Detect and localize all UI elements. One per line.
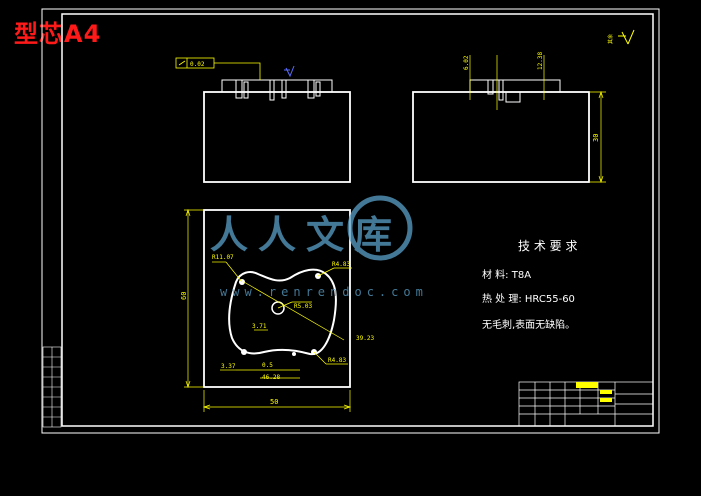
dim-side-height: 30 [592, 134, 600, 142]
dim-d1: 39.23 [356, 335, 374, 342]
side-view: 6.02 12.38 30 [412, 52, 606, 184]
outer-border [41, 8, 660, 434]
tech-note: 无毛刺,表面无缺陷。 [482, 318, 575, 331]
dim-r1: R11.07 [212, 254, 234, 261]
top-view: 60 50 R11.07 R4.83 R5.03 39.23 3.71 R4.8… [180, 208, 374, 412]
watermark-text: 人人文库 [210, 213, 402, 257]
dim-small1: 6.02 [463, 55, 470, 70]
dim-d5: 3.37 [221, 363, 236, 370]
drawing-title: 型芯A4 [14, 20, 102, 48]
dim-r4: R4.83 [328, 357, 346, 364]
dim-d3: 46.28 [262, 374, 280, 381]
dim-small2: 12.38 [537, 52, 544, 70]
tech-heading: 技 术 要 求 [518, 239, 577, 253]
left-title-strip [42, 346, 62, 428]
title-block [518, 381, 654, 427]
flatness-value: 0.02 [190, 61, 205, 68]
roughness-symbol: 其余 [607, 29, 635, 45]
dim-d2: 3.71 [252, 323, 267, 330]
roughness-mark [284, 65, 295, 78]
tech-heat: 热 处 理: HRC55-60 [482, 292, 575, 305]
tech-requirements: 技 术 要 求 材 料: T8A 热 处 理: HRC55-60 无毛刺,表面无… [482, 239, 577, 331]
tech-material: 材 料: T8A [482, 268, 531, 281]
svg-text:其余: 其余 [607, 34, 614, 44]
watermark: 人人文库 www.renrendoc.com [210, 195, 428, 299]
dim-top-height: 60 [180, 292, 188, 300]
dim-top-width: 50 [270, 398, 278, 406]
front-view: 0.02 [175, 57, 351, 183]
watermark-url: www.renrendoc.com [220, 285, 428, 299]
dim-d4: 0.5 [262, 362, 273, 369]
dim-r2: R4.83 [332, 261, 350, 268]
dim-r3: R5.03 [294, 303, 312, 310]
inner-border [61, 13, 654, 427]
